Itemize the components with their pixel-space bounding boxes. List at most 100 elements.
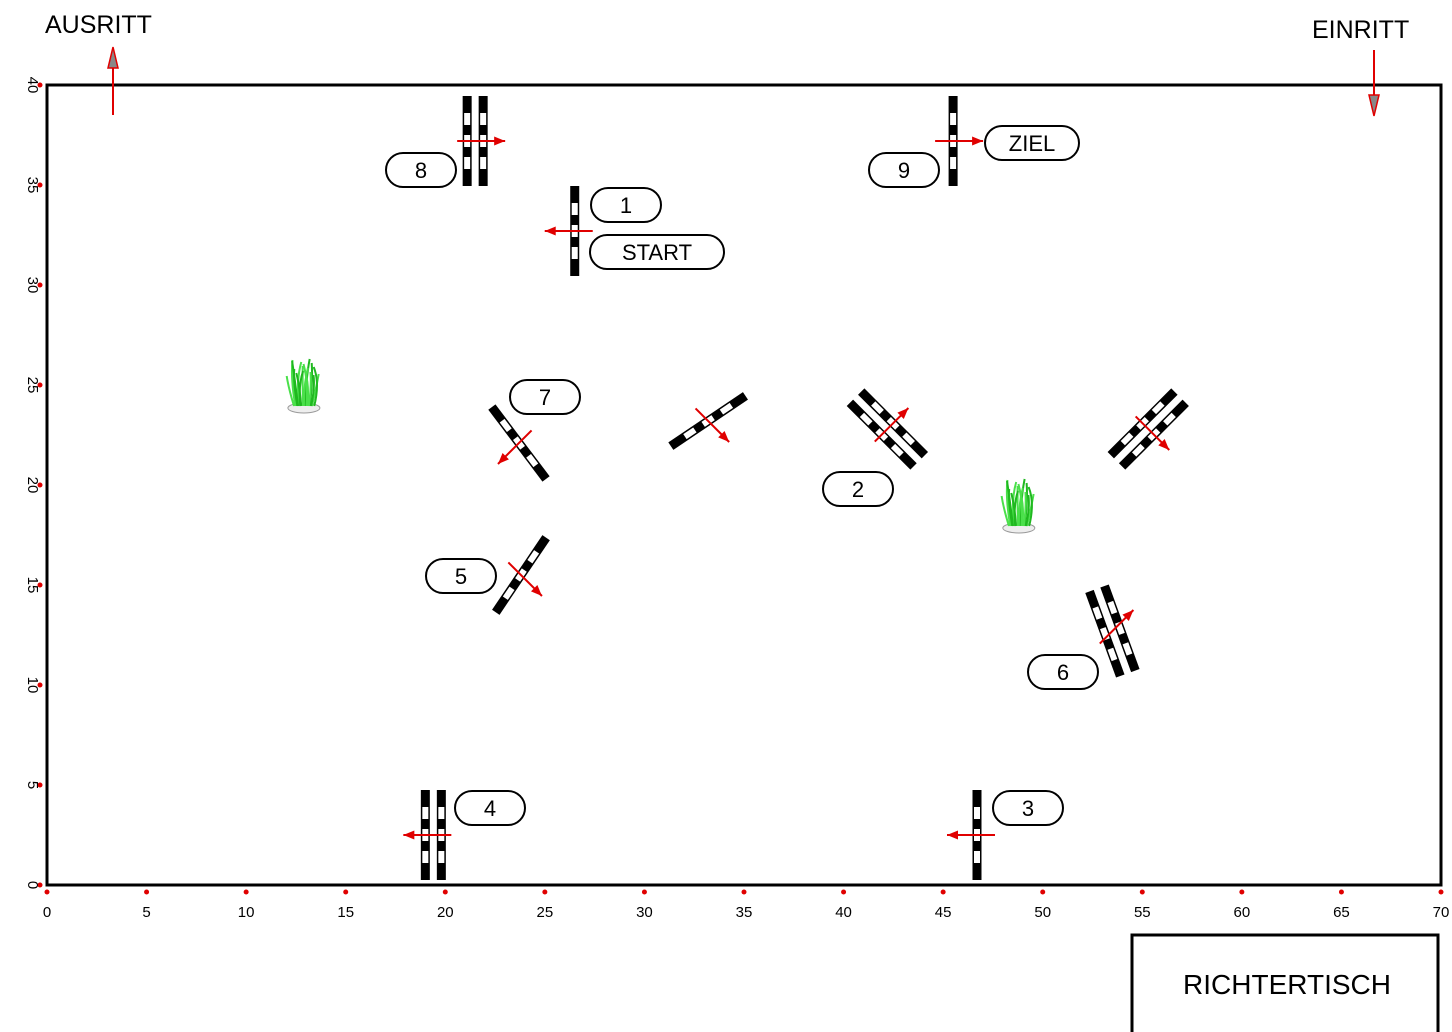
obstacle-5-number-label-pill xyxy=(425,558,497,594)
x-tick-mark xyxy=(542,889,548,895)
arena-border xyxy=(45,83,1443,887)
obstacle-2b xyxy=(668,392,748,450)
obstacle-7: 7 xyxy=(488,379,581,482)
y-tick-label: 5 xyxy=(24,781,41,789)
x-tick-mark xyxy=(1139,889,1145,895)
y-tick-mark xyxy=(37,182,43,188)
y-tick-label: 0 xyxy=(24,881,41,889)
y-tick-label: 40 xyxy=(24,77,41,94)
x-tick-label: 10 xyxy=(238,904,255,921)
entry-arrow xyxy=(1368,50,1380,117)
x-tick-label: 45 xyxy=(935,904,952,921)
obstacle-2: 2 xyxy=(822,388,929,507)
obstacle-8-number-label-pill xyxy=(385,152,457,188)
y-tick-mark xyxy=(37,382,43,388)
jump-direction-arrow xyxy=(1099,609,1135,645)
plants-layer xyxy=(285,358,1036,534)
x-tick-mark xyxy=(841,889,847,895)
x-tick-mark xyxy=(741,889,747,895)
y-tick-mark xyxy=(37,782,43,788)
x-tick-mark xyxy=(1239,889,1245,895)
y-tick-mark xyxy=(37,882,43,888)
obstacle-1-extra-label: START xyxy=(622,240,692,265)
x-tick-label: 70 xyxy=(1433,904,1450,921)
y-tick-label: 15 xyxy=(24,577,41,594)
obstacle-9: 9 ZIEL xyxy=(868,96,1080,188)
jump-direction-arrow xyxy=(935,136,984,146)
y-tick-label: 25 xyxy=(24,377,41,394)
obstacle-7-number-label-pill xyxy=(509,379,581,415)
y-tick-label: 30 xyxy=(24,277,41,294)
jump-direction-arrow xyxy=(874,407,910,443)
obstacle-6-number-label-pill xyxy=(1027,654,1099,690)
x-tick-mark xyxy=(44,889,50,895)
x-tick-mark xyxy=(1040,889,1046,895)
jump-direction-arrow xyxy=(457,136,506,146)
obstacle-1-number-label: 1 xyxy=(620,193,632,218)
jump-direction-arrow xyxy=(507,561,543,597)
x-tick-label: 5 xyxy=(142,904,150,921)
obstacle-5-number-label: 5 xyxy=(455,564,467,589)
x-tick-mark xyxy=(940,889,946,895)
plant-decoration xyxy=(285,358,321,414)
obstacle-6-number-label: 6 xyxy=(1057,660,1069,685)
jump-direction-arrow xyxy=(403,830,452,840)
obstacle-3-number-label: 3 xyxy=(1022,796,1034,821)
obstacle-3: 3 xyxy=(946,790,1064,880)
y-tick-label: 20 xyxy=(24,477,41,494)
y-tick-mark xyxy=(37,482,43,488)
obstacle-2-number-label-pill xyxy=(822,471,894,507)
y-tick-label: 10 xyxy=(24,677,41,694)
judges-table: RICHTERTISCH xyxy=(1130,933,1440,1032)
x-tick-label: 50 xyxy=(1034,904,1051,921)
obstacle-6: 6 xyxy=(1027,584,1140,690)
obstacle-9-number-label-pill xyxy=(868,152,940,188)
judges-table-label: RICHTERTISCH xyxy=(1183,969,1391,1000)
obstacle-4-number-label: 4 xyxy=(484,796,496,821)
x-tick-label: 15 xyxy=(337,904,354,921)
obstacle-9-extra-label-pill xyxy=(984,125,1080,161)
obstacle-1-extra-label-pill xyxy=(589,234,725,270)
jump-direction-arrow xyxy=(544,226,593,236)
jump-direction-arrow xyxy=(497,429,533,465)
obstacle-9-number-label: 9 xyxy=(898,158,910,183)
exit-arrow xyxy=(107,46,119,115)
x-tick-label: 55 xyxy=(1134,904,1151,921)
x-tick-label: 40 xyxy=(835,904,852,921)
obstacle-1-number-label-pill xyxy=(590,187,662,223)
x-tick-mark xyxy=(641,889,647,895)
x-tick-label: 65 xyxy=(1333,904,1350,921)
x-tick-mark xyxy=(1438,889,1444,895)
y-tick-mark xyxy=(37,682,43,688)
x-tick-mark xyxy=(243,889,249,895)
obstacle-7-number-label: 7 xyxy=(539,385,551,410)
obstacle-8: 8 xyxy=(385,96,506,188)
y-axis: 0 5 10 15 20 25 30 35 40 xyxy=(24,77,43,889)
y-tick-label: 35 xyxy=(24,177,41,194)
x-tick-label: 60 xyxy=(1234,904,1251,921)
exit-label: AUSRITT xyxy=(45,11,152,39)
jump-direction-arrow xyxy=(1134,415,1170,451)
x-tick-label: 0 xyxy=(43,904,51,921)
obstacle-3-number-label-pill xyxy=(992,790,1064,826)
jump-direction-arrow xyxy=(946,830,995,840)
x-tick-label: 30 xyxy=(636,904,653,921)
y-tick-mark xyxy=(37,582,43,588)
obstacle-4: 4 xyxy=(403,790,526,880)
x-tick-label: 20 xyxy=(437,904,454,921)
obstacle-2-number-label: 2 xyxy=(852,477,864,502)
obstacle-9-extra-label: ZIEL xyxy=(1009,131,1055,156)
x-tick-mark xyxy=(1338,889,1344,895)
obstacle-5: 5 xyxy=(425,535,550,615)
entry-label: EINRITT xyxy=(1312,16,1409,44)
x-tick-label: 35 xyxy=(736,904,753,921)
x-tick-mark xyxy=(343,889,349,895)
jump-direction-arrow xyxy=(694,407,730,443)
obstacle-4-number-label-pill xyxy=(454,790,526,826)
x-tick-mark xyxy=(144,889,150,895)
y-tick-mark xyxy=(37,82,43,88)
